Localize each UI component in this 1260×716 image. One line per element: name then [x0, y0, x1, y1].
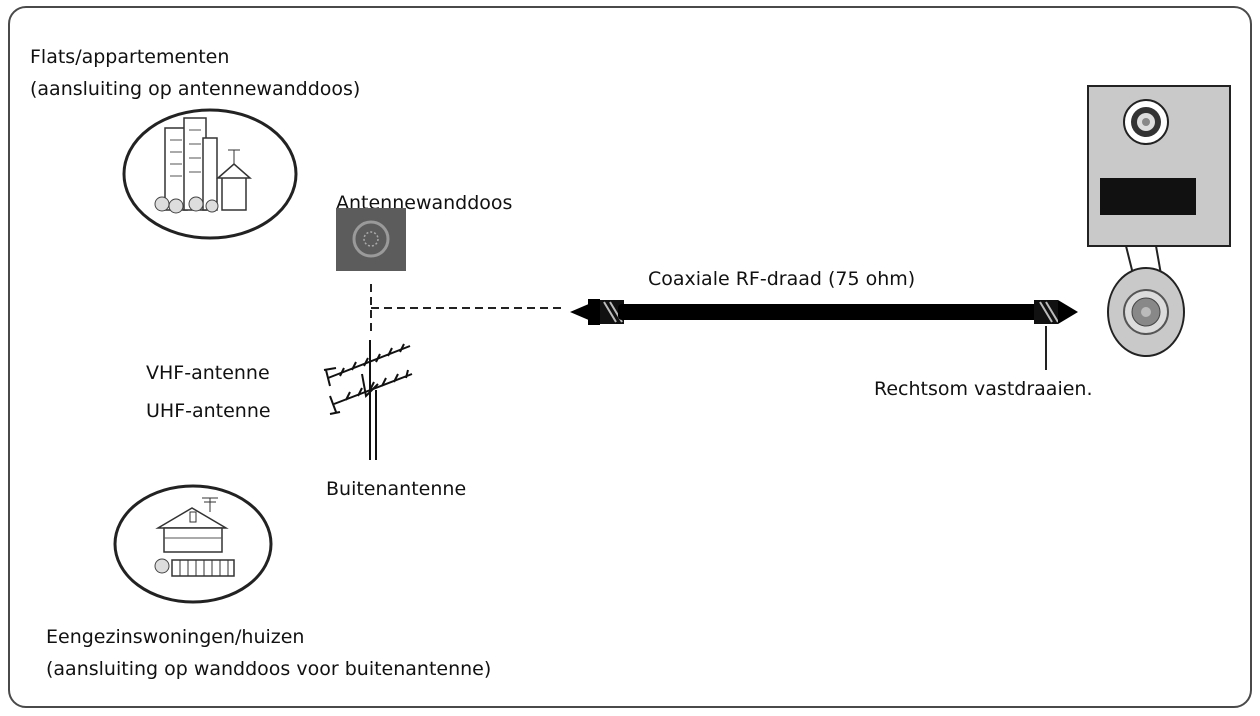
- outdoor-antenna-label: Buitenantenne: [326, 478, 467, 500]
- house-icon: [113, 484, 273, 604]
- cable-label: Coaxiale RF-draad (75 ohm): [648, 268, 916, 290]
- coaxial-cable-icon: [570, 299, 1078, 370]
- tighten-clockwise-label: Rechtsom vastdraaien.: [874, 378, 1093, 400]
- outdoor-antenna-icon: [323, 340, 413, 460]
- apartment-buildings-icon: [122, 108, 298, 240]
- houses-title: Eengezinswoningen/huizen: [46, 626, 305, 648]
- houses-subtitle: (aansluiting op wanddoos voor buitenante…: [46, 658, 492, 680]
- uhf-antenna-label: UHF-antenne: [146, 400, 271, 422]
- antenna-wall-box-icon: [336, 208, 406, 271]
- vhf-antenna-label: VHF-antenne: [146, 362, 270, 384]
- tv-antenna-input-panel: [1087, 85, 1231, 357]
- flats-title: Flats/appartementen: [30, 46, 230, 68]
- flats-subtitle: (aansluiting op antennewanddoos): [30, 78, 361, 100]
- diagram-frame: [8, 6, 1252, 708]
